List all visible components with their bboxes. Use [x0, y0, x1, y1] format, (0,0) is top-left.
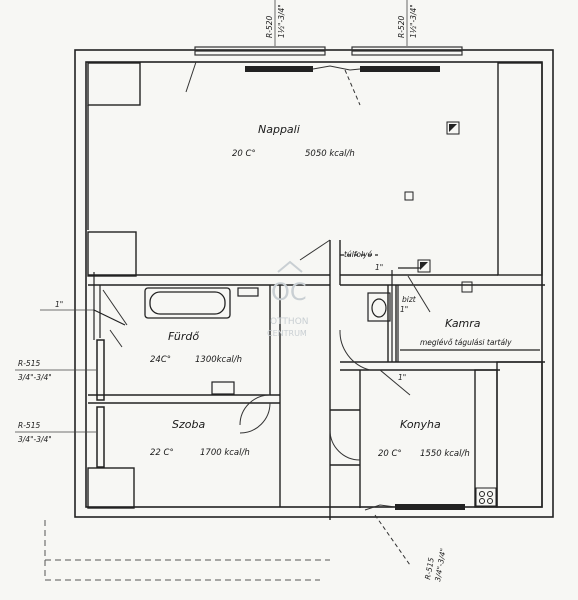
room-power-konyha: 1550 kcal/h — [420, 449, 470, 459]
room-name-konyha: Konyha — [400, 418, 441, 431]
radiator-r515-upper — [96, 339, 105, 401]
radiator-size-r515-lower: 3/4"-3/4" — [18, 435, 52, 444]
radiator-size-r515-upper: 3/4"-3/4" — [18, 373, 52, 382]
top-windows — [194, 46, 463, 56]
radiator-label-r515-lower: R-515 — [18, 421, 40, 430]
pipe-size-left: 1" — [55, 300, 63, 309]
radiator-r520-left — [245, 66, 313, 72]
radiator-label-r515-upper: R-515 — [18, 359, 40, 368]
room-temp-konyha: 20 C° — [378, 449, 402, 459]
watermark-logo-text: OC — [271, 278, 307, 306]
terrace-outline — [44, 520, 330, 581]
radiator-size-r520-left: 1½"-3/4" — [277, 4, 286, 38]
interior-walls — [87, 62, 545, 520]
pipe-label-tulfolyo: túlfolyó — [344, 250, 373, 259]
room-power-szoba: 1700 kcal/h — [200, 448, 250, 458]
room-name-furdo: Fürdő — [168, 330, 199, 343]
room-name-szoba: Szoba — [172, 418, 205, 431]
radiator-marker-living — [446, 121, 460, 135]
pipe-arrows — [102, 275, 431, 396]
radiator-marker-small — [404, 191, 473, 293]
pipe-size-left-2: 1" — [398, 373, 406, 382]
radiator-r515-bottom — [395, 504, 465, 510]
door-swings — [239, 239, 371, 461]
room-name-kamra: Kamra — [445, 317, 481, 330]
radiator-label-r520-left: R-520 — [265, 16, 274, 38]
room-temp-nappali: 20 C° — [232, 149, 256, 159]
radiator-r515-lower — [96, 406, 105, 468]
radiator-label-r520-right: R-520 — [397, 16, 406, 38]
pipe-size-tulfolyo: 1" — [375, 263, 383, 272]
toilet — [367, 292, 391, 322]
watermark-line2: CENTRUM — [267, 329, 307, 338]
watermark-logo: OC OTTHON CENTRUM — [267, 260, 309, 338]
radiator-marker-pantry — [417, 259, 431, 273]
kitchen-stove — [475, 487, 497, 507]
room-power-furdo: 1300kcal/h — [195, 355, 242, 365]
room-temp-szoba: 22 C° — [150, 448, 174, 458]
room-note-kamra: meglévő tágulási tartály — [420, 338, 512, 347]
bathtub — [144, 287, 231, 319]
pipe-label-bizt: bizt — [402, 295, 417, 304]
room-power-nappali: 5050 kcal/h — [305, 149, 355, 159]
room-name-nappali: Nappali — [258, 123, 300, 136]
bathroom-fixture — [211, 287, 259, 395]
watermark-line1: OTTHON — [270, 317, 309, 327]
radiator-r520-right — [360, 66, 440, 72]
room-temp-furdo: 24C° — [150, 355, 171, 365]
radiator-label-r515-bottom: R-515 — [423, 557, 436, 581]
pipe-size-bizt: 1" — [400, 305, 408, 314]
radiator-size-r520-right: 1½"-3/4" — [409, 4, 418, 38]
